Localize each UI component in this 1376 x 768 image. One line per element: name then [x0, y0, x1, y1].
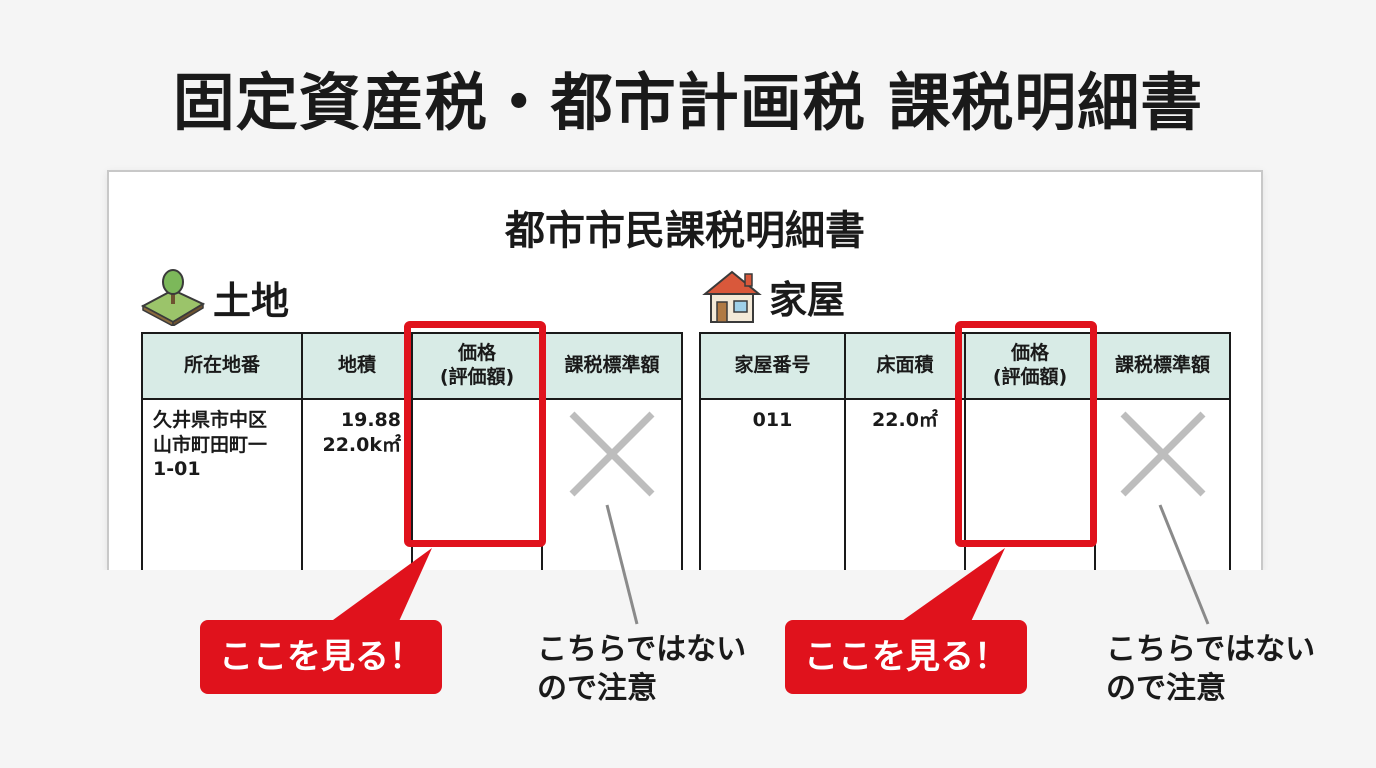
land-cell-standard: [541, 398, 683, 588]
land-header-area: 地積: [301, 332, 413, 400]
land-header-price: 価格 (評価額): [411, 332, 543, 400]
house-look-here-callout: ここを見る！: [785, 620, 1027, 694]
house-cell-price: [964, 398, 1096, 588]
house-cell-number: 011: [699, 398, 846, 588]
land-header-standard: 課税標準額: [541, 332, 683, 400]
land-header-location: 所在地番: [141, 332, 303, 400]
house-table: 家屋番号 床面積 価格 (評価額) 課税標準額 011 22.0㎡: [699, 332, 1231, 588]
tax-statement-document: 都市市民課税明細書 土地 所在地番 地積 価格 (評価額) 課税標準額 久井県市…: [107, 170, 1263, 588]
land-label: 土地: [213, 278, 290, 323]
house-header-standard: 課税標準額: [1094, 332, 1231, 400]
land-cell-location: 久井県市中区 山市町田町一 1-01: [141, 398, 303, 588]
house-header-number: 家屋番号: [699, 332, 846, 400]
house-cell-floor-area: 22.0㎡: [844, 398, 966, 588]
land-price-highlight: [404, 321, 546, 547]
house-note-pointer: [1158, 504, 1210, 625]
land-table: 所在地番 地積 価格 (評価額) 課税標準額 久井県市中区 山市町田町一 1-0…: [141, 332, 683, 588]
land-look-here-callout: ここを見る！: [200, 620, 442, 694]
page-title: 固定資産税・都市計画税 課税明細書: [172, 66, 1204, 139]
house-header-floor-area: 床面積: [844, 332, 966, 400]
land-cell-area: 19.88 22.0k㎡: [301, 398, 413, 588]
house-section-header: 家屋: [701, 268, 845, 324]
document-cutoff: [100, 570, 1276, 610]
house-label: 家屋: [769, 277, 846, 322]
house-header-price: 価格 (評価額): [964, 332, 1096, 400]
land-not-this-note: こちらではない ので注意: [537, 632, 747, 706]
land-plot-icon: [140, 269, 206, 326]
cross-mark-icon: [569, 411, 655, 497]
cross-mark-icon: [1120, 411, 1205, 497]
house-price-highlight: [955, 321, 1097, 547]
land-callout-tail: [322, 548, 432, 628]
house-callout-tail: [892, 548, 1005, 628]
house-not-this-note: こちらではない ので注意: [1106, 632, 1316, 706]
document-title: 都市市民課税明細書: [505, 208, 865, 254]
house-icon: [702, 270, 762, 323]
land-section-header: 土地: [139, 268, 289, 326]
land-note-pointer: [605, 504, 639, 625]
